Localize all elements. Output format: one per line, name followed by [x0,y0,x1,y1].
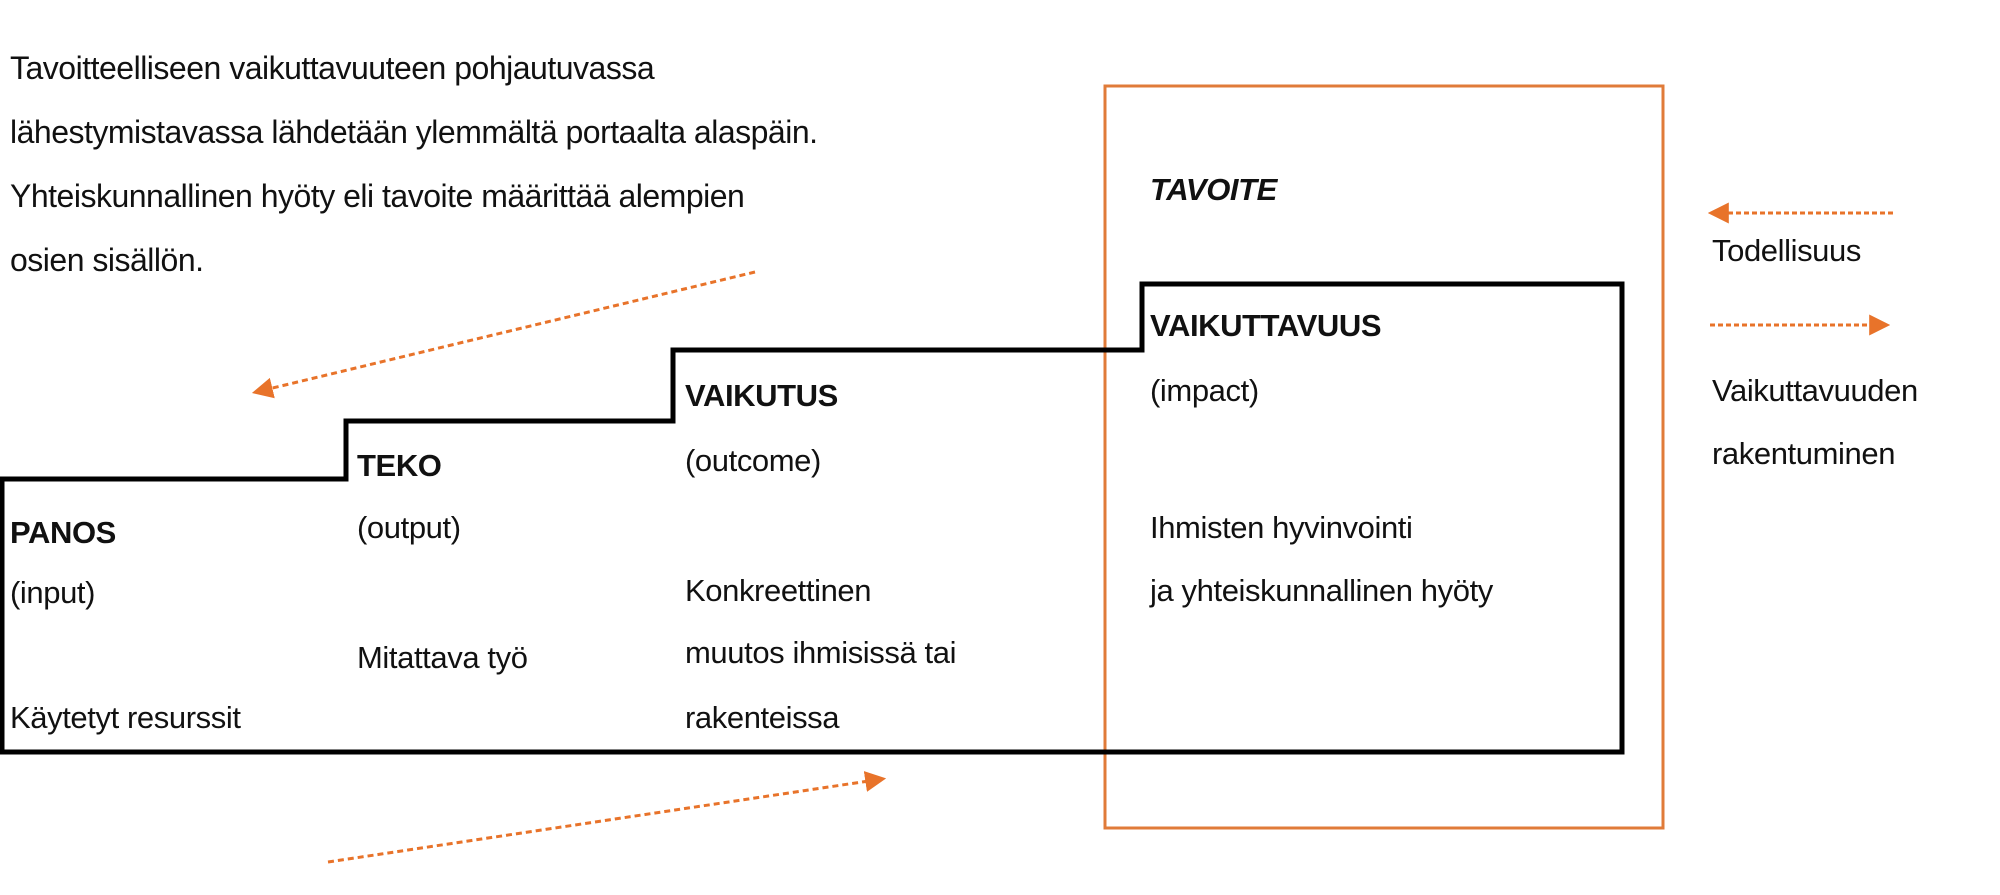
step-vaikuttavuus-subtitle: (impact) [1150,373,1259,408]
legend-reality-label: Todellisuus [1712,233,1861,268]
step-vaikuttavuus-description: ja yhteiskunnallinen hyöty [1150,573,1493,608]
goal-box-border [1103,84,1665,830]
step-teko-subtitle: (output) [357,510,461,545]
goal-title: TAVOITE [1150,172,1277,207]
intro-line: lähestymistavassa lähdetään ylemmältä po… [10,114,818,150]
step-vaikutus-description: Konkreettinen [685,573,872,608]
step-vaikuttavuus-description: Ihmisten hyvinvointi [1150,510,1413,545]
intro-line: osien sisällön. [10,242,204,278]
step-teko-description: Mitattava työ [357,640,528,675]
intro-paragraph: Tavoitteelliseen vaikuttavuuteen pohjaut… [10,36,818,292]
legend-building-label: Vaikuttavuuden [1712,373,1918,408]
step-vaikutus-title: VAIKUTUS [685,378,838,413]
step-vaikutus-description: rakenteissa [685,700,840,735]
legend-building-label: rakentuminen [1712,436,1896,471]
step-vaikutus-description: muutos ihmisissä tai [685,635,957,670]
arrow-left-icon [251,270,756,399]
intro-line: Yhteiskunnallinen hyöty eli tavoite määr… [10,178,745,214]
step-vaikutus-subtitle: (outcome) [685,443,821,478]
step-teko-title: TEKO [357,448,442,483]
step-panos-title: PANOS [10,515,116,550]
step-vaikuttavuus-title: VAIKUTTAVUUS [1150,308,1382,343]
arrow-right-icon [327,771,887,864]
step-panos-description: Käytetyt resurssit [10,700,241,735]
staircase-outline [0,281,1625,755]
intro-line: Tavoitteelliseen vaikuttavuuteen pohjaut… [10,50,655,86]
step-panos-subtitle: (input) [10,575,96,610]
